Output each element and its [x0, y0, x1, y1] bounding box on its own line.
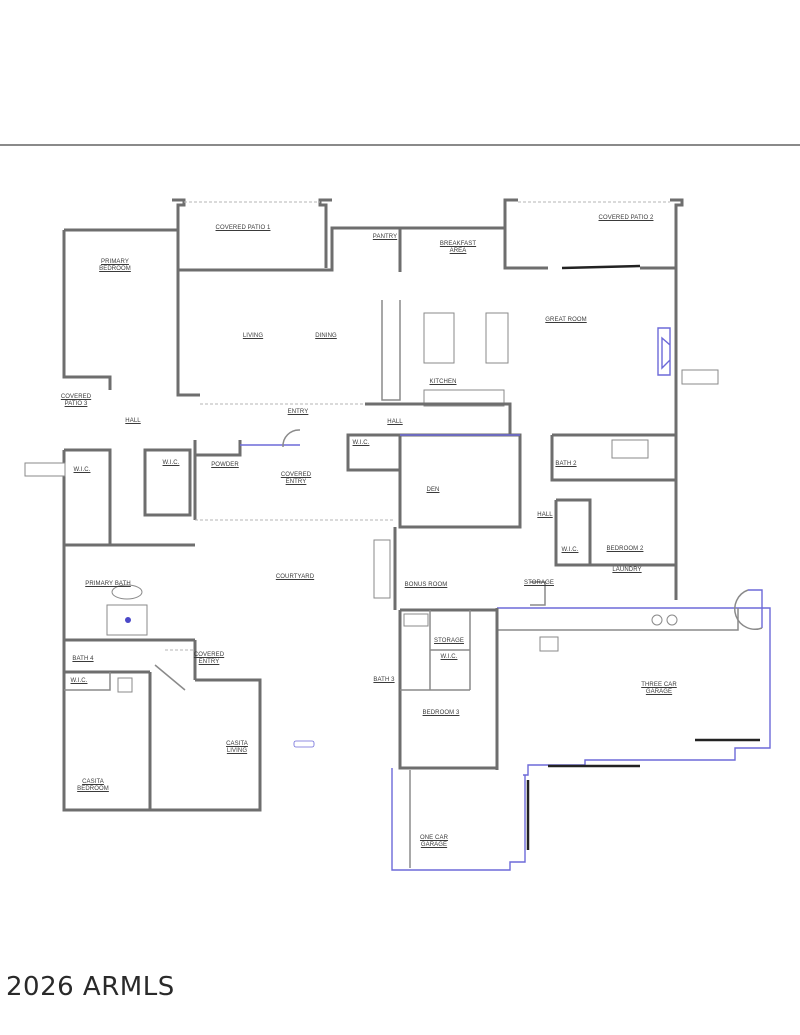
room-label-storage-south: STORAGE	[434, 638, 464, 644]
room-label-dining: DINING	[315, 333, 337, 339]
room-label-bath-2: BATH 2	[555, 461, 577, 467]
room-label-bonus-room: BONUS ROOM	[404, 582, 448, 588]
room-label-wic-center: W.I.C.	[162, 460, 180, 466]
room-label-three-car-garage: THREE CAR GARAGE	[641, 682, 677, 695]
room-label-primary-bedroom: PRIMARY BEDROOM	[99, 259, 131, 272]
room-label-covered-entry: COVERED ENTRY	[280, 472, 312, 485]
room-label-wic-bedroom-2: W.I.C.	[561, 547, 579, 553]
room-label-covered-patio-3: COVERED PATIO 3	[60, 394, 92, 407]
room-label-den: DEN	[426, 487, 440, 493]
room-label-wic-bath-3: W.I.C.	[440, 654, 458, 660]
room-label-covered-patio-2: COVERED PATIO 2	[598, 215, 654, 221]
page-divider-line	[0, 144, 800, 146]
room-label-storage-north: STORAGE	[524, 580, 554, 586]
room-label-great-room: GREAT ROOM	[545, 317, 587, 323]
room-label-laundry: LAUNDRY	[612, 567, 642, 573]
room-label-casita-living: CASITA LIVING	[226, 741, 248, 754]
room-label-primary-bath: PRIMARY BATH	[85, 581, 131, 587]
room-label-hall-west: HALL	[125, 418, 141, 424]
room-label-hall-center: HALL	[387, 419, 403, 425]
room-label-hall-east: HALL	[537, 512, 553, 518]
room-label-wic-west: W.I.C.	[73, 467, 91, 473]
room-label-breakfast-area: BREAKFAST AREA	[439, 241, 477, 254]
room-label-bedroom-3: BEDROOM 3	[422, 710, 460, 716]
room-label-entry: ENTRY	[287, 409, 309, 415]
watermark: 2026 ARMLS	[6, 972, 175, 1002]
room-label-casita-bedroom: CASITA BEDROOM	[77, 779, 109, 792]
primary-bedroom-walls	[62, 228, 180, 390]
room-label-covered-patio-1: COVERED PATIO 1	[215, 225, 271, 231]
room-label-wic-casita: W.I.C.	[70, 678, 88, 684]
covered-patio-1-outline	[172, 198, 332, 268]
room-label-living: LIVING	[242, 333, 264, 339]
room-label-powder: POWDER	[211, 462, 239, 468]
room-label-kitchen: KITCHEN	[429, 379, 457, 385]
room-label-wic-den: W.I.C.	[352, 440, 370, 446]
room-label-one-car-garage: ONE CAR GARAGE	[419, 835, 449, 848]
room-label-bath-3: BATH 3	[373, 677, 395, 683]
room-label-covered-entry-casita: COVERED ENTRY	[193, 652, 225, 665]
room-label-bedroom-2: BEDROOM 2	[606, 546, 644, 552]
room-label-pantry: PANTRY	[372, 234, 398, 240]
room-label-bath-4: BATH 4	[72, 656, 94, 662]
room-label-courtyard: COURTYARD	[275, 574, 315, 580]
